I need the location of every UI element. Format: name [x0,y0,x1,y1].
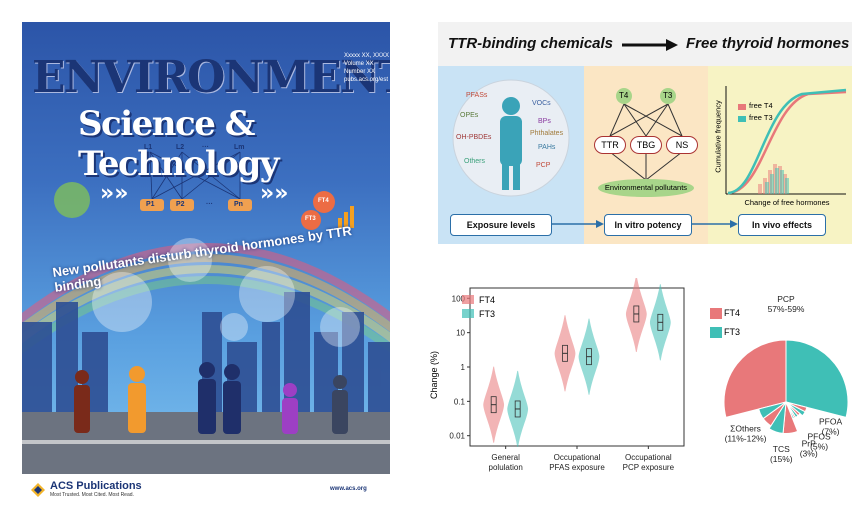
violin-ytick-label: 1 [461,363,466,372]
rose-label-share: (5%) [810,442,828,452]
rose-label: PCP [777,294,795,304]
cloud-word-pahs: PAHs [538,144,556,151]
abstract-title-left: TTR-binding chemicals [448,35,614,52]
violin-frame [469,287,685,447]
protein-ttr: TTR [594,136,626,154]
violin-legend-ft4: FT4 [479,295,496,305]
rose-label: PrP [802,439,817,449]
abstract-title-right: Free thyroid hormones [686,35,850,52]
rose-label-share: (15%) [770,454,793,464]
pie-legend-swatch-ft4 [710,308,722,319]
cover-artwork: »» »» [22,151,390,474]
network-dots-bottom: ··· [206,201,213,208]
pollutants-label: Environmental pollutants [604,183,688,192]
rose-label: TCS [773,444,790,454]
rose-label-share: 57%-59% [768,304,805,314]
publisher-name: ACS Publications [50,480,142,492]
protein-tbg: TBG [630,136,662,154]
protein-ns: NS [666,136,698,154]
violin-ytick-label: 0.01 [449,432,465,441]
violin-legend-swatch-ft3 [462,309,474,318]
journal-cover: »» »» ENVIRONMENTAL Science & Technology… [22,22,390,474]
cdf-legend-t4: free T4 [749,101,773,110]
violin-legend-ft3: FT3 [479,309,496,319]
network-l1: L1 [144,144,153,151]
graphical-abstract: TTR-binding chemicals Free thyroid hormo… [438,22,852,244]
stage-exposure-levels: Exposure levels [450,214,552,236]
rose-label-share: (11%-12%) [725,433,767,443]
publisher-url: www.acs.org [330,486,367,492]
violin-legend-swatch-ft4 [462,295,474,304]
violin-xlabel: General [491,453,520,462]
publisher-tagline: Most Trusted. Most Cited. Most Read. [50,492,134,498]
pie-legend-ft3: FT3 [724,327,741,337]
pie-legend-swatch-ft3 [710,327,722,338]
violin-ytick-label: 10 [456,329,465,338]
cdf-ylabel: Cumulative frequency [713,100,723,173]
violin-ft4-group-3 [625,278,647,353]
arrow-right-icon [622,38,678,57]
network-dots: ··· [202,144,209,151]
violin-ytick-label: 0.1 [454,397,466,406]
svg-text:»»: »» [260,181,288,206]
rose-label-share: (3%) [800,449,818,459]
violin-xlabel: Occupational [554,453,601,462]
hormone-t3: T3 [663,91,673,100]
network-l2: L2 [176,144,185,151]
violin-xlabel: polulation [489,463,523,472]
network-pn: Pn [234,201,243,208]
acs-logo-icon [30,482,46,498]
rose-label: ΣOthers [730,423,761,433]
ft3-bubble: FT3 [305,216,316,222]
journal-title-main: ENVIRONMENTAL [32,52,390,103]
violin-ylabel: Change (%) [429,350,439,400]
cloud-word-vocs: VOCs [532,100,551,107]
stage-in-vivo-effects: In vivo effects [738,214,826,236]
stage-in-vitro-potency: In vitro potency [604,214,692,236]
rose-label: PFOS [807,432,830,442]
rose-slice-pcp-ft3 [785,339,849,419]
hormone-t4: T4 [619,91,629,100]
cloud-word-pfas: PFASs [466,92,488,99]
cdf-xlabel: Change of free hormones [744,198,830,207]
violin-xlabel: Occupational [625,453,672,462]
cloud-word-opes: OPEs [460,112,479,119]
cdf-legend-t3: free T3 [749,113,773,122]
violin-xlabel: PCP exposure [623,463,675,472]
ft4-bubble: FT4 [318,198,329,204]
cloud-word-pcp: PCP [536,162,551,169]
pie-legend-ft4: FT4 [724,308,741,318]
cloud-word-phthalates: Phthalates [530,130,564,137]
rose-label-share: (7%) [822,427,840,437]
network-p2: P2 [176,201,185,208]
rose-slice-pcp-ft4 [723,339,787,419]
stage-arrow-1-icon [552,220,604,228]
rose-slice-tcs-ft3 [768,401,787,434]
stage-arrow-2-icon [692,220,738,228]
cloud-word-others: Others [464,158,486,165]
cloud-word-bps: BPs [538,118,551,125]
svg-text:»»: »» [100,181,128,206]
rose-label: PFOA [819,417,842,427]
journal-title-sub: Science & Technology [78,104,279,184]
rose-slice-others-ft3 [758,401,787,420]
violin-ytick-label: 100 [452,294,466,303]
cloud-word-ohpbdes: OH-PBDEs [456,134,492,141]
network-p1: P1 [146,201,155,208]
violin-xlabel: PFAS exposure [549,463,605,472]
network-lm: Lm [234,144,245,151]
